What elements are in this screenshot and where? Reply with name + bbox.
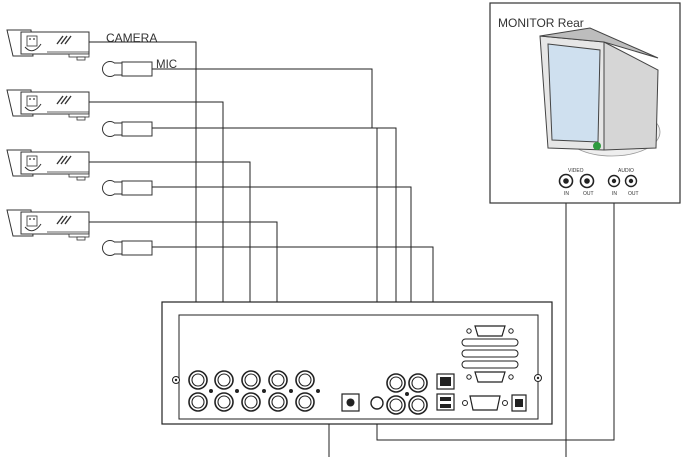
audio-out-wire — [376, 184, 615, 441]
spot-out-jack — [295, 370, 315, 390]
video-loop-jack — [188, 392, 208, 412]
microphone-icon — [102, 121, 153, 137]
camera-wire — [89, 41, 197, 381]
vga-connector — [469, 395, 501, 411]
monitor-rear-panel: MONITOR Rear VIDEO AUDIO IN OUT IN OUT — [489, 2, 681, 204]
microphone-icon — [102, 240, 153, 256]
video-out-jack — [295, 392, 315, 412]
monitor-jacks — [558, 173, 638, 189]
camera-icon — [6, 209, 90, 241]
monitor-in-label: IN — [612, 191, 617, 197]
monitor-audio-label: AUDIO — [618, 168, 634, 174]
video-loop-jack — [241, 392, 261, 412]
camera-icon — [6, 149, 90, 181]
audio-in-jack — [386, 395, 406, 415]
mic-label: MIC — [156, 59, 177, 71]
monitor-out-label: OUT — [628, 191, 639, 197]
audio-in-jack — [386, 373, 406, 393]
video-loop-jack — [268, 392, 288, 412]
vent-slots — [461, 338, 519, 369]
monitor-video-label: VIDEO — [568, 168, 584, 174]
monitor-out-label: OUT — [583, 191, 594, 197]
camera-icon-group — [6, 29, 90, 241]
microphone-icon-group — [102, 61, 153, 256]
video-in-jack — [268, 370, 288, 390]
video-in-jack — [214, 370, 234, 390]
mic-wire — [152, 127, 397, 376]
monitor-icon — [539, 27, 661, 157]
serial-connector — [474, 325, 506, 337]
audio-in-jack — [408, 373, 428, 393]
camera-icon — [6, 89, 90, 121]
audio-in-jack — [408, 395, 428, 415]
dvr-rear-panel — [161, 301, 553, 425]
alarm-connector — [474, 371, 506, 383]
video-loop-jack — [214, 392, 234, 412]
video-in-jack — [188, 370, 208, 390]
monitor-in-label: IN — [564, 191, 569, 197]
microphone-icon — [102, 180, 153, 196]
power-led-icon — [593, 142, 601, 150]
microphone-icon — [102, 61, 153, 77]
monitor-title: MONITOR Rear — [498, 16, 584, 30]
audio-out-jack — [370, 396, 384, 410]
camera-label: CAMERA — [106, 31, 157, 45]
jack-number-dots — [209, 389, 320, 393]
camera-wire — [89, 101, 224, 381]
camera-icon — [6, 29, 90, 61]
video-in-jack — [241, 370, 261, 390]
